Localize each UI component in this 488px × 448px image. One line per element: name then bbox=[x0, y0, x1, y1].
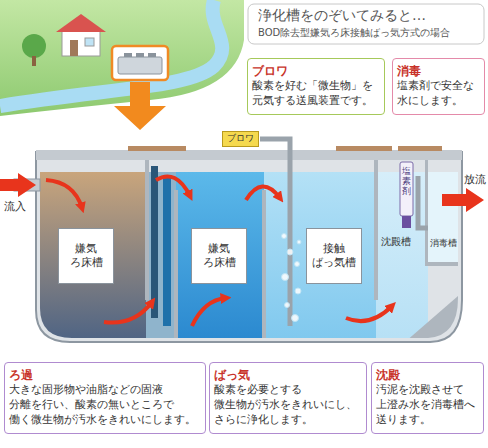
bubble bbox=[282, 234, 287, 239]
inflow-label: 流入 bbox=[4, 200, 26, 213]
bubble bbox=[287, 249, 293, 255]
flow-arrow bbox=[156, 176, 190, 196]
callout-body: 汚泥を沈殿させて 上澄み水を消毒槽へ 送ります。 bbox=[376, 383, 479, 428]
house-window bbox=[85, 38, 94, 46]
chemical-label: 塩素剤 bbox=[402, 167, 411, 197]
disinfection-callout: 消毒塩素剤で安全な 水にします。 bbox=[392, 58, 485, 115]
tank-housing bbox=[36, 152, 462, 342]
bubble bbox=[292, 315, 299, 322]
house-wall bbox=[62, 30, 100, 56]
box-label: ブロワ bbox=[227, 133, 254, 145]
callout-body: 酸素を好む「微生物」を 元気する送風装置です。 bbox=[252, 79, 380, 109]
air-bubbles bbox=[282, 234, 302, 322]
partition-wall bbox=[374, 160, 378, 300]
aeration-water bbox=[264, 172, 376, 342]
river bbox=[0, 0, 222, 106]
partition-wall bbox=[425, 160, 428, 266]
aeration-box: 接触 ばっ気槽 bbox=[306, 228, 362, 284]
baffle-pipe bbox=[163, 178, 171, 326]
tank-icon-lid bbox=[124, 53, 132, 57]
zoom-arrow bbox=[114, 82, 166, 130]
flow-arrows bbox=[46, 176, 392, 326]
callout-body: 塩素剤で安全な 水にします。 bbox=[397, 79, 480, 109]
outflow-arrow bbox=[442, 188, 484, 212]
process-callout: 沈殿汚泥を沈殿させて 上澄み水を消毒槽へ 送ります。 bbox=[371, 362, 484, 434]
bubble bbox=[285, 303, 290, 308]
tank-slab bbox=[36, 150, 462, 160]
chamber-floor bbox=[425, 262, 458, 266]
callout-body: 酸素を必要とする 微生物が汚水をきれいにし、 さらに浄化します。 bbox=[214, 383, 362, 428]
tank-icon-frame bbox=[112, 46, 168, 80]
process-callout: ろ過大きな固形物や油脂などの固液 分離を行い、酸素の無いところで 働く微生物が汚… bbox=[4, 362, 206, 434]
flow-arrow bbox=[346, 306, 392, 321]
outflow-label: 放流 bbox=[464, 173, 486, 186]
tree-trunk bbox=[32, 56, 36, 66]
tank-icon bbox=[118, 57, 162, 74]
inflow-arrow bbox=[0, 173, 36, 197]
flow-arrow bbox=[46, 180, 82, 208]
callout-body: 大きな固形物や油脂などの固液 分離を行い、酸素の無いところで 働く微生物が汚水を… bbox=[9, 383, 201, 428]
bubble bbox=[295, 288, 301, 294]
anaerobic-water bbox=[40, 172, 146, 342]
tank-icon-lid bbox=[136, 53, 144, 57]
house-roof bbox=[56, 14, 106, 32]
air-pipe bbox=[260, 139, 290, 326]
manhole-cover bbox=[336, 146, 392, 151]
chamber-label: 沈殿槽 bbox=[381, 236, 411, 248]
process-callout: ばっ気酸素を必要とする 微生物が汚水をきれいにし、 さらに浄化します。 bbox=[209, 362, 367, 434]
blower-unit: ブロワ bbox=[222, 131, 259, 147]
chamber-label: 消毒槽 bbox=[430, 238, 457, 249]
chlorine-plug bbox=[402, 216, 411, 228]
anaerobic-water bbox=[176, 172, 264, 342]
tank-water bbox=[40, 160, 458, 342]
tank-icon-lid bbox=[148, 53, 156, 57]
title-frame bbox=[248, 4, 484, 44]
manhole-cover bbox=[128, 146, 186, 151]
flow-arrow bbox=[192, 298, 226, 326]
bubble bbox=[282, 274, 289, 281]
chlorine-tube bbox=[400, 162, 413, 216]
partition-wall bbox=[145, 160, 149, 300]
diagram-title: 浄化槽をのぞいてみると… bbox=[258, 7, 426, 24]
settling-hopper bbox=[405, 296, 458, 342]
partition-wall bbox=[262, 190, 266, 342]
callout-heading: ばっ気 bbox=[214, 367, 362, 383]
manhole-cover bbox=[398, 146, 442, 151]
grass-ground bbox=[0, 0, 244, 116]
partition-wall bbox=[174, 190, 178, 342]
callout-heading: ブロワ bbox=[252, 63, 380, 79]
bubble bbox=[295, 262, 300, 267]
bubble bbox=[297, 240, 301, 244]
callout-heading: ろ過 bbox=[9, 367, 201, 383]
subtitle: BOD除去型嫌気ろ床接触ばっ気方式の場合 bbox=[258, 27, 450, 39]
filter-bed-box: 嫌気 ろ床槽 bbox=[58, 228, 114, 284]
disinfection-water bbox=[428, 172, 458, 264]
baffle-pipe bbox=[151, 166, 158, 318]
tree bbox=[22, 34, 46, 58]
house-door bbox=[70, 40, 78, 56]
callout-heading: 消毒 bbox=[397, 63, 480, 79]
box-label: 嫌気 ろ床槽 bbox=[62, 242, 110, 271]
flow-arrow bbox=[104, 302, 152, 323]
box-label: 接触 ばっ気槽 bbox=[310, 242, 358, 271]
callout-heading: 沈殿 bbox=[376, 367, 479, 383]
outlet-pipe bbox=[418, 176, 428, 228]
filter-bed-box: 嫌気 ろ床槽 bbox=[191, 228, 247, 284]
flow-arrow bbox=[246, 186, 280, 200]
blower-callout: ブロワ酸素を好む「微生物」を 元気する送風装置です。 bbox=[247, 58, 385, 115]
box-label: 嫌気 ろ床槽 bbox=[195, 242, 243, 271]
baffle-water bbox=[146, 172, 176, 342]
